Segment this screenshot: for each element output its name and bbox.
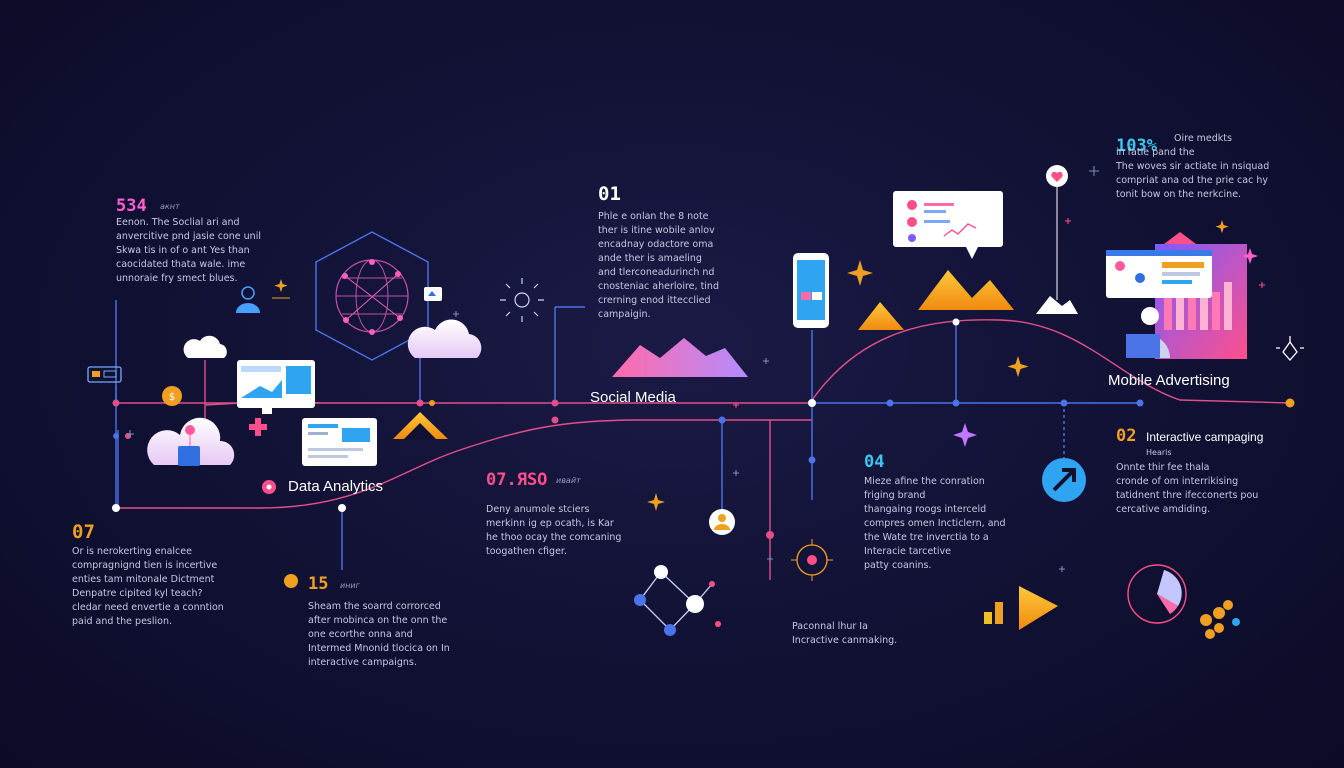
- node: [429, 400, 435, 406]
- smartphone-icon: [793, 253, 829, 328]
- chat-bubble-icon: [893, 191, 1003, 259]
- sparkle-icon: [953, 423, 977, 447]
- node: [1285, 398, 1295, 408]
- block-04-text: Mieze afine the conration friging brand …: [864, 476, 1006, 571]
- timeline-right-curve: [809, 319, 1291, 404]
- block-02-text: Onnte thir fee thala cronde of om interr…: [1116, 462, 1259, 515]
- chart-dashboard-icon: [1106, 232, 1247, 359]
- stat-103: 103%: [1116, 136, 1157, 156]
- stat-15: 15: [308, 574, 329, 594]
- cloud-icon: [183, 335, 227, 358]
- pie-chart-icon: [1127, 564, 1187, 624]
- badge-icon: [284, 574, 298, 588]
- mountain-icon: [393, 412, 448, 439]
- target-icon: [791, 539, 833, 581]
- play-icon: [984, 586, 1058, 630]
- block-01-text: Phle e onlan the 8 note ther is itine wo…: [598, 211, 719, 320]
- stat-15-sub: иниг: [340, 581, 360, 590]
- stat-534-sub: акнт: [160, 202, 180, 211]
- tiny-stars: [126, 166, 1265, 572]
- sparkle-icon: [1242, 248, 1258, 264]
- node: [718, 416, 726, 424]
- connector-v5: [204, 402, 241, 406]
- coin-icon: $: [162, 386, 182, 406]
- stat-04: 04: [864, 452, 885, 472]
- stat-02: 02: [1116, 426, 1137, 446]
- label-data-analytics: Data Analytics: [288, 478, 384, 495]
- label-mobile-advertising: Mobile Advertising: [1108, 372, 1230, 389]
- stat-07: 07: [72, 521, 95, 543]
- node: [886, 399, 894, 407]
- mountain-icon: [1036, 296, 1078, 314]
- node: [952, 399, 960, 407]
- browser-window-icon: [302, 418, 377, 466]
- network-graph-icon: [634, 565, 721, 636]
- block-534-text: Eenon. The Soclial ari and anvercitive p…: [116, 217, 261, 284]
- block-02-title: Interactive campaging: [1146, 430, 1264, 444]
- user-icon: [236, 286, 290, 313]
- mountain-icon: [612, 338, 748, 377]
- stat-01: 01: [598, 183, 621, 205]
- block-103-text: Oire medkts in fatie pand the The woves …: [1116, 133, 1270, 200]
- node: [338, 504, 346, 512]
- label-social-media: Social Media: [590, 389, 676, 406]
- sticker-icon: [424, 287, 442, 301]
- block-15-text: Sheam the soarrd corrorced after mobinca…: [308, 601, 450, 668]
- node: [112, 399, 120, 407]
- node: [952, 318, 960, 326]
- node: [808, 456, 816, 464]
- node: [112, 504, 120, 512]
- avatar-icon: [709, 509, 735, 535]
- world-network-icon: [315, 231, 429, 361]
- sun-icon: [500, 278, 544, 322]
- node: [113, 433, 119, 439]
- block-07so-text: Deny anumole stciers merkinn ig ep ocath…: [486, 504, 622, 557]
- lightbulb-icon: [1276, 336, 1304, 361]
- node: [766, 531, 774, 539]
- heart-pin-icon: [1046, 165, 1068, 187]
- sparkle-icon: [274, 220, 1229, 511]
- node: [1060, 399, 1068, 407]
- timeline-lower-curve: [116, 419, 812, 509]
- block-07-text: Or is nerokerting enalcee compragnignd t…: [72, 546, 224, 627]
- browser-window-icon: [237, 360, 315, 414]
- share-arrow-icon: [1042, 458, 1086, 502]
- node: [808, 399, 816, 407]
- card-icon: [87, 366, 122, 383]
- caption-bottom-center: Paconnal lhur Ia Incractive canmaking.: [792, 621, 898, 646]
- stat-534: 534: [116, 196, 147, 216]
- cloud-icon: [147, 417, 235, 466]
- block-02-sub: Hearis: [1146, 448, 1172, 457]
- stat-07so-sub: ивайт: [556, 476, 581, 485]
- mountain-icon: [858, 270, 1014, 330]
- node: [551, 399, 559, 407]
- badge-icon: [262, 480, 276, 494]
- hexagon-cluster-icon: [1200, 600, 1240, 639]
- timeline-nodes: [112, 318, 1295, 539]
- svg-text:$: $: [169, 392, 175, 403]
- cloud-icon: [407, 319, 482, 358]
- plus-icon: [249, 418, 267, 436]
- node: [551, 416, 559, 424]
- stat-07so: 07.ЯSO: [486, 470, 548, 490]
- node: [416, 399, 424, 407]
- node: [1136, 399, 1144, 407]
